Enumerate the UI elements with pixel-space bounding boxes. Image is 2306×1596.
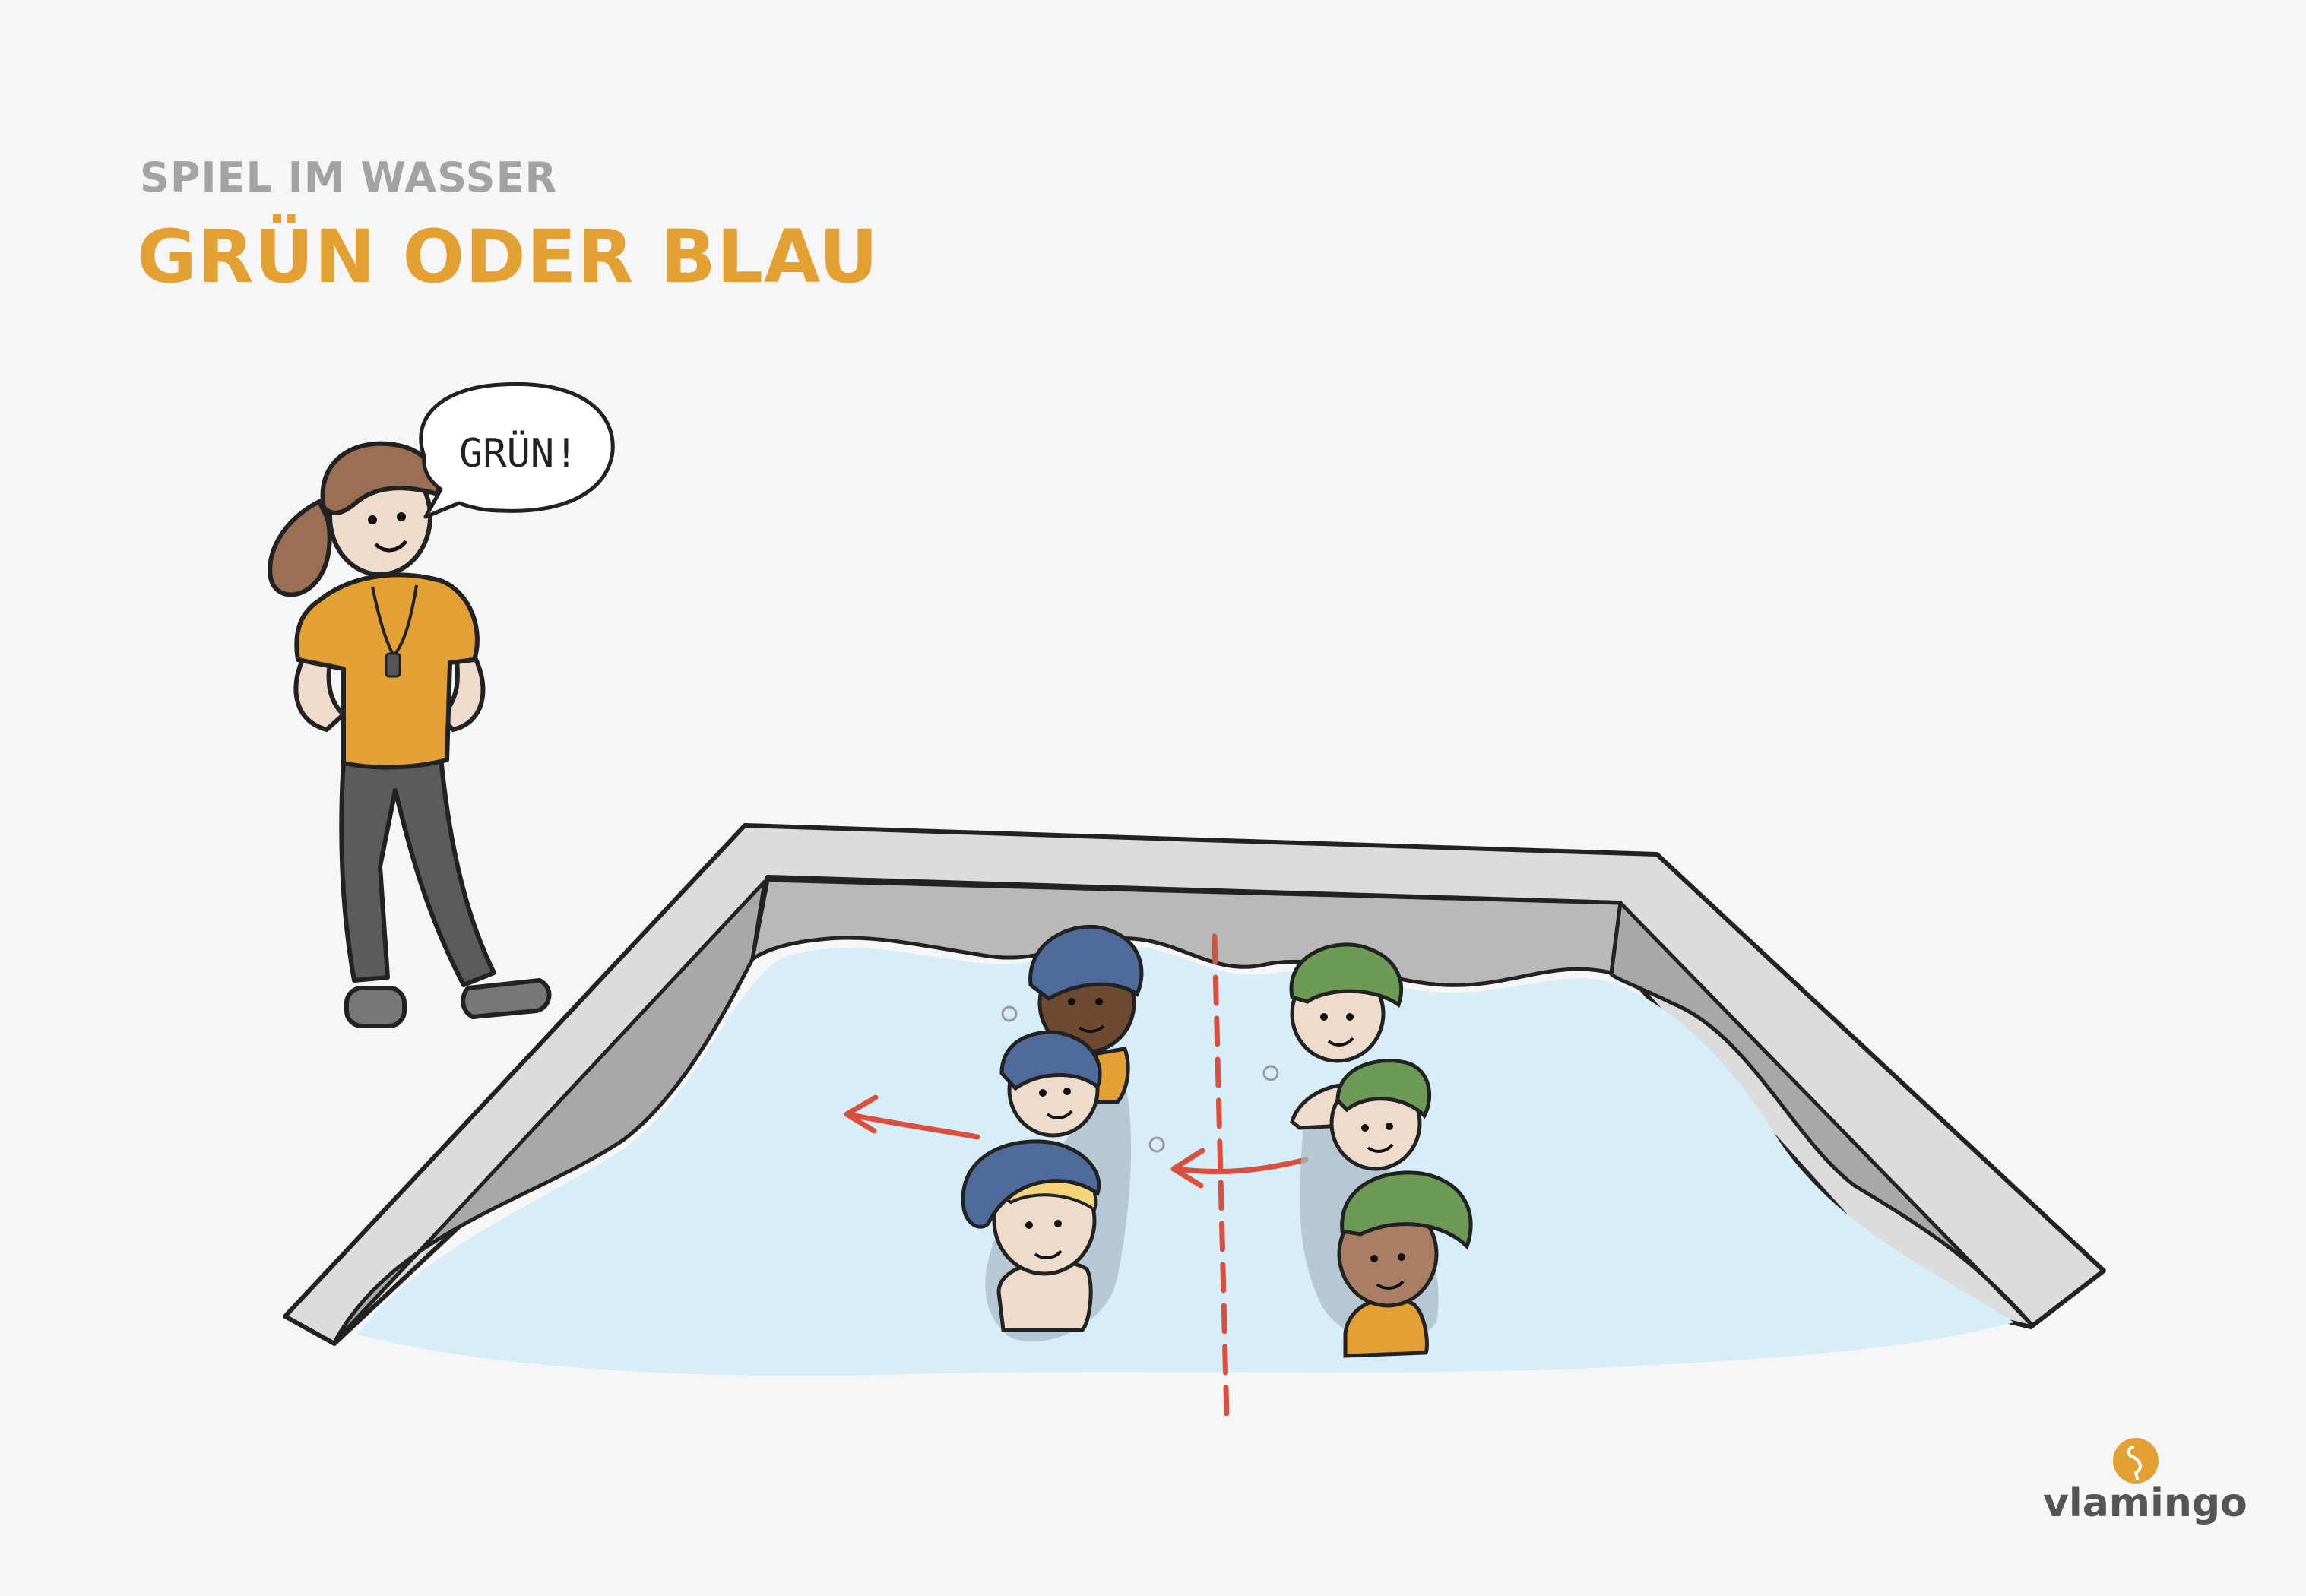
pool-left-wall: [332, 879, 767, 1344]
arrow-left-green: [1170, 1148, 1309, 1189]
arrow-left-blue: [844, 1094, 980, 1140]
swimmer-blue-2: [999, 1030, 1102, 1138]
blue-team: [961, 924, 1144, 1342]
speech-bubble: GRÜN!: [419, 382, 615, 519]
speech-bubble-text: GRÜN!: [459, 430, 578, 477]
swimmer-green-3: [1337, 1170, 1473, 1358]
water-bubbles: [1001, 1005, 1279, 1153]
swimmer-blue-3: [961, 1139, 1101, 1332]
pool-right-wall: [1609, 901, 2033, 1326]
green-team: [1289, 942, 1473, 1358]
divider-line: [1212, 933, 1230, 1421]
flamingo-icon: [2113, 1438, 2159, 1484]
swimmer-green-2: [1329, 1059, 1432, 1171]
pool: [283, 823, 2106, 1376]
subtitle: SPIEL IM WASSER: [140, 154, 558, 201]
brand-name: vlamingo: [2043, 1480, 2247, 1526]
page-title: GRÜN ODER BLAU: [137, 214, 879, 299]
pool-back-wall: [750, 878, 1623, 987]
lifeguard: [268, 441, 552, 1028]
swimmer-blue-1: [1028, 924, 1144, 1104]
